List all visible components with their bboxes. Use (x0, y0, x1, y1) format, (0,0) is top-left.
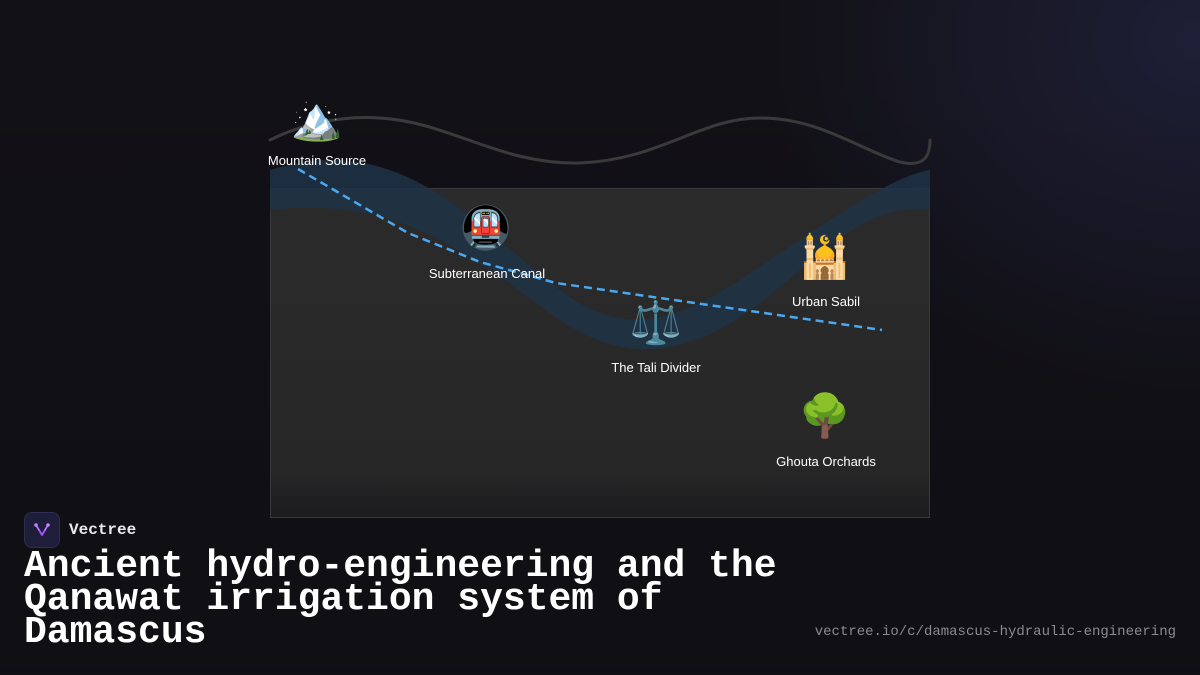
water-flow-line (297, 167, 883, 332)
balance-scale-icon: ⚖️ (629, 298, 683, 347)
surface-terrain-line (268, 115, 932, 165)
metro-train-icon: 🚇 (459, 203, 513, 252)
aquifer-band (270, 160, 930, 350)
page-title: Ancient hydro-engineering and the Qanawa… (24, 545, 777, 654)
node-label-urban-sabil: Urban Sabil (792, 294, 860, 309)
node-label-ghouta-orchards: Ghouta Orchards (776, 454, 876, 469)
vectree-logo-icon (24, 512, 60, 548)
brand: Vectree (24, 512, 136, 548)
mosque-icon: 🕌 (798, 232, 852, 281)
node-label-subterranean-canal: Subterranean Canal (428, 266, 546, 281)
node-label-mountain-source: Mountain Source (267, 153, 367, 168)
brand-name: Vectree (69, 521, 137, 539)
node-label-tali-divider: The Tali Divider (611, 360, 701, 375)
tree-icon: 🌳 (798, 391, 852, 440)
mountain-icon: 🏔️ (290, 94, 344, 143)
source-url: vectree.io/c/damascus-hydraulic-engineer… (814, 624, 1176, 640)
